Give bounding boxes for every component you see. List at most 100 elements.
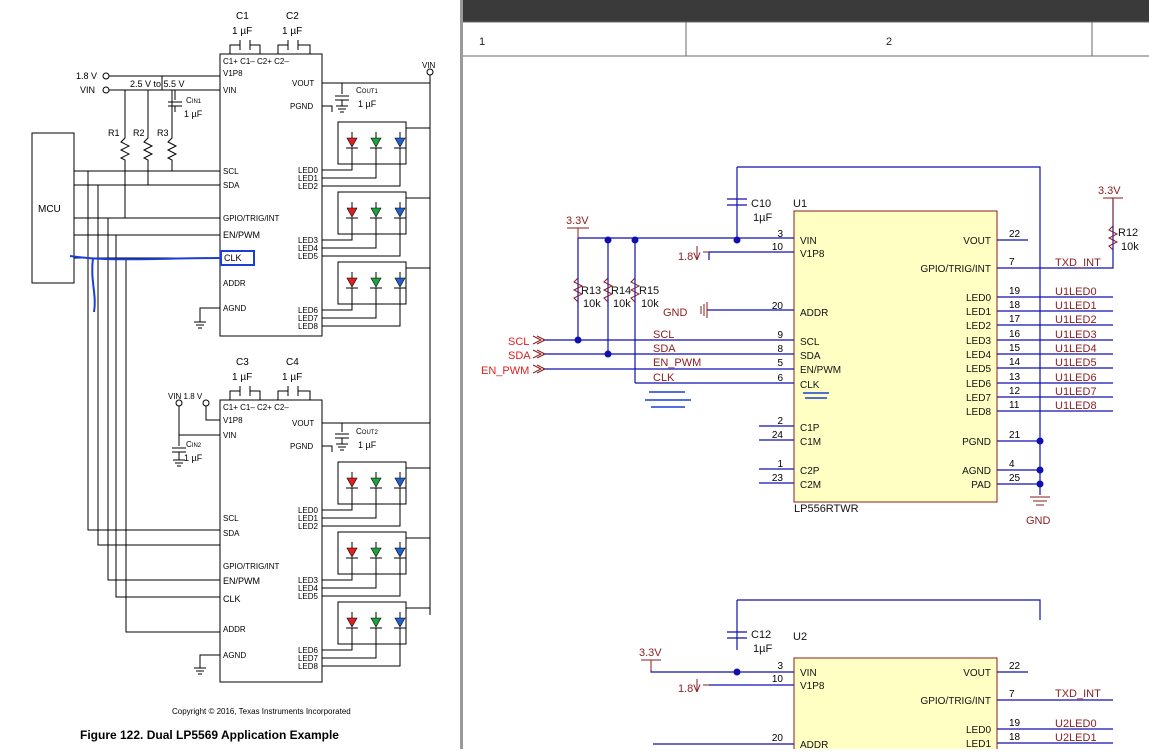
led-diode-icon bbox=[370, 137, 382, 148]
u1-pin-name: C1P bbox=[800, 423, 820, 434]
r3-label: R3 bbox=[157, 128, 169, 138]
led-pin-label: LED3 bbox=[298, 236, 319, 245]
vin-18v-label: VIN 1.8 V bbox=[168, 392, 203, 401]
power-3v3-r12: 3.3V bbox=[1098, 185, 1121, 197]
led-diode-leads bbox=[394, 132, 406, 164]
u1-pin-name: GPIO/TRIG/INT bbox=[920, 264, 991, 275]
lp5569-bottom-chip bbox=[219, 399, 323, 683]
u2-pin-number: 18 bbox=[1009, 732, 1021, 743]
bottom-chip-vout: VOUT bbox=[292, 419, 314, 428]
u1-pin-name: C2M bbox=[800, 480, 821, 491]
u1-pin-name: C1M bbox=[800, 437, 821, 448]
port-en-pwm[interactable]: EN_PWM bbox=[481, 365, 529, 377]
u1-chip-body[interactable] bbox=[793, 210, 998, 503]
cout1-value: 1 µF bbox=[358, 99, 377, 109]
u1-pin-name: PGND bbox=[962, 437, 991, 448]
u1-pin-name: SCL bbox=[800, 337, 820, 348]
u1-pin-number: 7 bbox=[1009, 257, 1015, 268]
bottom-chip-gpio: GPIO/TRIG/INT bbox=[223, 562, 280, 571]
bottom-chip-v1p8: V1P8 bbox=[223, 416, 243, 425]
gnd-addr-label: GND bbox=[663, 307, 688, 319]
datasheet-schematic: C1 1 µF C2 1 µF C1+ C1– C2+ C2– V1P8 VIN… bbox=[31, 11, 436, 742]
power-3v3-u1: 3.3V bbox=[566, 215, 589, 227]
cin2-label: CIN2 bbox=[186, 440, 202, 449]
u2-pin-number: 19 bbox=[1009, 718, 1021, 729]
u2-pin-number: 10 bbox=[772, 674, 784, 685]
r14-ref: R14 bbox=[611, 285, 631, 297]
u1-pin-name: V1P8 bbox=[800, 249, 825, 260]
c1-value: 1 µF bbox=[232, 26, 252, 37]
led-pin-label: LED8 bbox=[298, 322, 319, 331]
led-diode-leads bbox=[346, 272, 358, 304]
bottom-chip-agnd: AGND bbox=[223, 651, 246, 660]
wire-junctions bbox=[574, 236, 1044, 676]
u1-pin-name: LED5 bbox=[966, 364, 991, 375]
u1-pin-name: LED0 bbox=[966, 293, 991, 304]
led-diode-icon bbox=[370, 617, 382, 628]
u1-pin-number: 18 bbox=[1009, 300, 1021, 311]
u1-pin-name: LED6 bbox=[966, 379, 991, 390]
led-diode-leads bbox=[394, 272, 406, 304]
c4-value: 1 µF bbox=[282, 372, 302, 383]
panel-divider[interactable] bbox=[460, 0, 463, 749]
cout2-label: COUT2 bbox=[356, 427, 378, 436]
u1-pin-number: 13 bbox=[1009, 372, 1021, 383]
bottom-chip-pgnd: PGND bbox=[290, 442, 313, 451]
cin1-label: CIN1 bbox=[186, 96, 202, 105]
u2-pin-number: 7 bbox=[1009, 689, 1015, 700]
lp5569-top-chip bbox=[219, 53, 323, 337]
vin-top-label: VIN bbox=[422, 61, 436, 70]
grid-column-1: 1 bbox=[479, 36, 485, 48]
u2-chip-body[interactable] bbox=[793, 657, 998, 749]
u2-pin-number: 3 bbox=[777, 661, 783, 672]
u1-pin-name: PAD bbox=[971, 480, 991, 491]
rail-vin-label: VIN bbox=[80, 85, 95, 95]
top-chip-cap-pins: C1+ C1– C2+ C2– bbox=[223, 57, 289, 66]
top-chip-vin: VIN bbox=[223, 86, 237, 95]
c3-label: C3 bbox=[236, 357, 249, 368]
r12-value: 10k bbox=[1121, 241, 1139, 253]
u1-pin-name: VOUT bbox=[963, 236, 991, 247]
r15-value: 10k bbox=[641, 298, 659, 310]
u1-pin-number: 25 bbox=[1009, 473, 1021, 484]
u1-led-net: U1LED5 bbox=[1055, 357, 1097, 369]
c4-label: C4 bbox=[286, 357, 299, 368]
u1-led-net: U1LED4 bbox=[1055, 343, 1097, 355]
net-txd-int-u2: TXD_INT bbox=[1055, 688, 1101, 700]
c12-value: 1µF bbox=[753, 643, 772, 655]
bottom-chip-en: EN/PWM bbox=[223, 576, 260, 586]
u1-pin-number: 16 bbox=[1009, 329, 1021, 340]
r2-label: R2 bbox=[133, 128, 145, 138]
r13-ref: R13 bbox=[581, 285, 601, 297]
led-pin-label: LED2 bbox=[298, 182, 319, 191]
port-scl[interactable]: SCL bbox=[508, 336, 529, 348]
c3-value: 1 µF bbox=[232, 372, 252, 383]
handwritten-annotation-right bbox=[645, 391, 829, 408]
u2-led-net: U2LED0 bbox=[1055, 718, 1097, 730]
u1-pin-number: 2 bbox=[777, 416, 783, 427]
u1-pin-name: EN/PWM bbox=[800, 365, 841, 376]
led-pin-label: LED6 bbox=[298, 306, 319, 315]
top-chip-scl: SCL bbox=[223, 167, 239, 176]
mcu-block bbox=[31, 132, 75, 284]
led-diode-leads bbox=[394, 472, 406, 504]
led-diode-leads bbox=[346, 202, 358, 234]
rgb-led-symbols bbox=[346, 132, 406, 644]
led-pin-label: LED5 bbox=[298, 252, 319, 261]
led-pin-label: LED8 bbox=[298, 662, 319, 671]
port-sda[interactable]: SDA bbox=[508, 350, 531, 362]
r12-ref: R12 bbox=[1118, 227, 1138, 239]
top-chip-sda: SDA bbox=[223, 181, 240, 190]
figure-caption: Figure 122. Dual LP5569 Application Exam… bbox=[80, 728, 339, 742]
led-pin-label: LED1 bbox=[298, 514, 319, 523]
r1-label: R1 bbox=[108, 128, 120, 138]
led-diode-leads bbox=[346, 132, 358, 164]
u1-pin-number: 15 bbox=[1009, 343, 1021, 354]
u1-pin-number: 11 bbox=[1009, 400, 1020, 411]
u1-led-net: U1LED0 bbox=[1055, 286, 1097, 298]
mcu-label: MCU bbox=[38, 204, 61, 215]
u1-pin-number: 5 bbox=[777, 358, 783, 369]
u1-pin-name: ADDR bbox=[800, 308, 828, 319]
u1-pin-number: 23 bbox=[772, 473, 784, 484]
grid-column-2: 2 bbox=[886, 36, 892, 48]
